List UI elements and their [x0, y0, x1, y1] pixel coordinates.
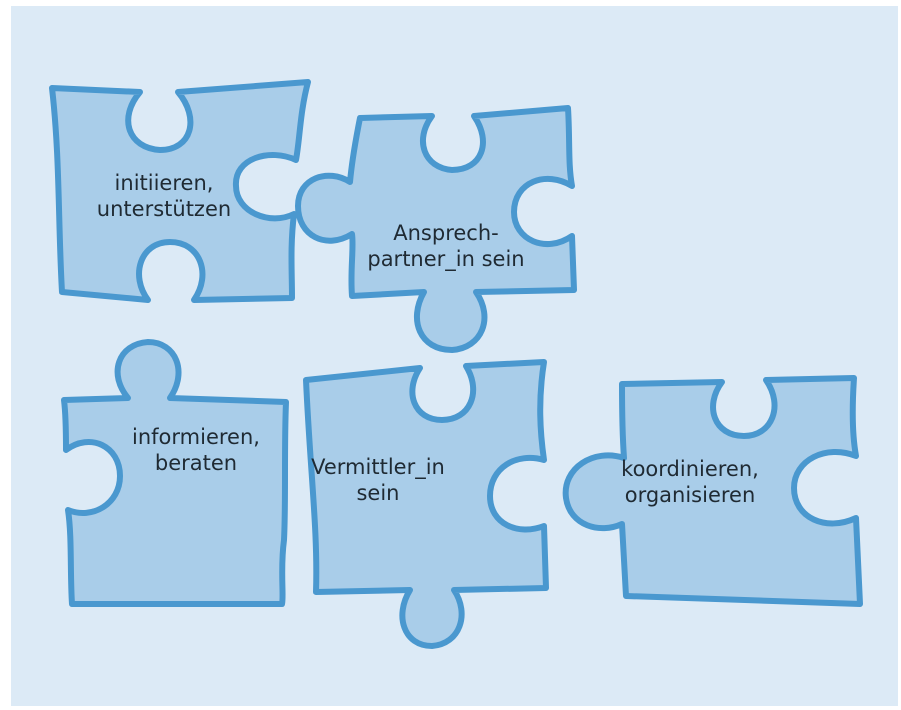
puzzle-label-initiieren-line2: unterstützen: [97, 197, 231, 221]
puzzle-label-informieren-line1: informieren,: [132, 425, 260, 449]
puzzle-label-koordinieren-line1: koordinieren,: [621, 457, 759, 481]
puzzle-label-ansprechpartner-line2: partner_in sein: [367, 247, 524, 272]
puzzle-piece-ansprechpartner-shape: [295, 105, 577, 353]
puzzle-piece-informieren: informieren, beraten: [61, 339, 289, 607]
puzzle-piece-informieren-shape: [61, 339, 289, 607]
puzzle-piece-initiieren: initiieren, unterstützen: [49, 79, 311, 303]
puzzle-label-koordinieren-line2: organisieren: [625, 483, 756, 507]
puzzle-piece-initiieren-shape: [49, 79, 311, 303]
puzzle-piece-vermittler: Vermittler_in sein: [303, 359, 549, 649]
puzzle-label-initiieren-line1: initiieren,: [115, 171, 214, 195]
puzzle-piece-ansprechpartner: Ansprech- partner_in sein: [295, 105, 577, 353]
puzzle-piece-koordinieren-shape: [562, 375, 863, 607]
puzzle-label-ansprechpartner-line1: Ansprech-: [393, 221, 498, 245]
puzzle-label-vermittler-line2: sein: [356, 481, 399, 505]
puzzle-label-vermittler-line1: Vermittler_in: [311, 455, 445, 480]
puzzle-piece-koordinieren: koordinieren, organisieren: [562, 375, 863, 607]
puzzle-piece-vermittler-shape: [303, 359, 549, 649]
puzzle-label-informieren-line2: beraten: [155, 451, 237, 475]
